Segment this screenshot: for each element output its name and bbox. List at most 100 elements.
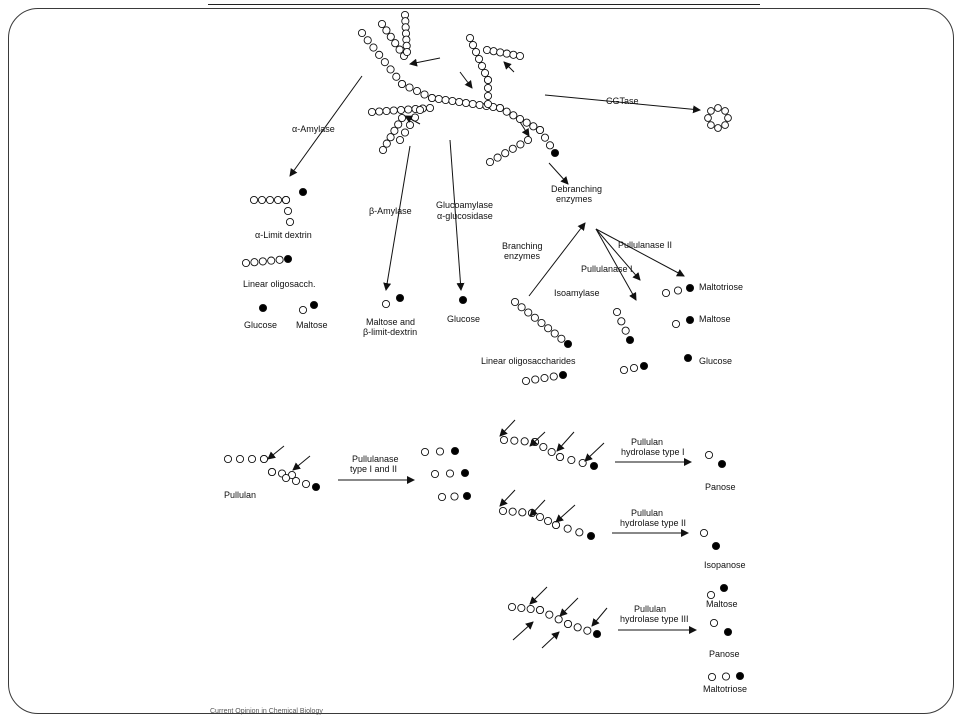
glucose-residue xyxy=(404,105,413,114)
glucose-residue xyxy=(465,33,475,43)
reaction-arrow xyxy=(555,504,576,523)
glucose-residue xyxy=(518,508,527,517)
maltose-right-label: Maltose xyxy=(699,314,731,324)
reducing-end-residue xyxy=(258,303,268,313)
glucose-residue xyxy=(357,28,367,38)
glucose-residue xyxy=(395,135,405,145)
alpha-glucosidase-label: α-glucosidase xyxy=(437,211,493,221)
glucose-residue xyxy=(555,452,565,462)
reaction-arrow xyxy=(409,57,441,67)
glucose-residue xyxy=(721,672,731,681)
glucose-residue xyxy=(707,672,717,682)
reaction-arrows xyxy=(267,57,701,649)
glucose-residue xyxy=(386,32,395,41)
reaction-arrow xyxy=(519,121,530,137)
reducing-end-residue xyxy=(550,148,560,158)
glucose-residue xyxy=(430,469,440,479)
glucose-residue xyxy=(257,195,267,205)
glucose-residue xyxy=(515,114,525,124)
glucose-residue xyxy=(502,107,511,116)
glucose-residue xyxy=(495,103,505,113)
glucose-residue xyxy=(395,45,404,54)
glucose-residue xyxy=(524,308,533,317)
reaction-arrow xyxy=(595,228,641,281)
reducing-end-residue xyxy=(735,671,745,681)
maltose-left-label: Maltose xyxy=(296,320,328,330)
reducing-end-residue xyxy=(639,361,649,371)
glucose-residue xyxy=(275,255,284,264)
glucose-residue xyxy=(382,106,391,116)
glucose-residue xyxy=(397,113,407,123)
glucose-residue xyxy=(510,436,519,445)
reaction-arrow xyxy=(512,621,534,641)
glucose-right-label: Glucose xyxy=(699,356,732,366)
reducing-end-residue xyxy=(683,353,693,363)
reaction-arrow xyxy=(595,228,637,301)
beta-amylase-label: β-Amylase xyxy=(369,206,412,216)
glucose-residue xyxy=(483,83,493,93)
glucose-residue xyxy=(265,195,275,205)
panose-1-label: Panose xyxy=(705,482,736,492)
glucose-residue xyxy=(468,99,477,109)
reaction-arrow xyxy=(292,455,311,471)
ph-type1-label-2: hydrolase type I xyxy=(621,447,685,457)
glucose-residue xyxy=(468,40,478,50)
glucose-residue xyxy=(415,105,425,115)
glucose-residue xyxy=(455,97,464,107)
glucose-residue xyxy=(386,65,395,74)
reaction-arrow xyxy=(383,145,411,291)
pullulanase-type-label-2: type I and II xyxy=(350,464,397,474)
ph-type1-label-1: Pullulan xyxy=(631,437,663,447)
linear-oligosacch-label: Linear oligosacch. xyxy=(243,279,316,289)
glucose-residue xyxy=(378,145,388,155)
glucose-residue xyxy=(517,603,526,613)
glucose-residue xyxy=(400,128,410,137)
ph-type2-label-2: hydrolase type II xyxy=(620,518,686,528)
glucose-residue xyxy=(471,47,481,57)
glucose-residue xyxy=(617,317,626,326)
glucose-residue xyxy=(380,58,389,67)
glucose-residue xyxy=(489,47,498,56)
glucose-residue xyxy=(517,303,526,312)
glucose-residue xyxy=(247,454,257,464)
glucose-residue xyxy=(283,206,293,216)
glucose-residue xyxy=(535,605,545,615)
glucose-residue xyxy=(267,467,277,477)
glucose-mid-label: Glucose xyxy=(447,314,480,324)
reducing-end-residue xyxy=(685,283,695,293)
glucose-residue xyxy=(531,375,540,384)
reaction-arrow xyxy=(584,442,605,462)
glucose-residue xyxy=(291,476,301,486)
reaction-arrow xyxy=(541,631,560,649)
alpha-limit-dextrin-label: α-Limit dextrin xyxy=(255,230,312,240)
glucose-residue xyxy=(382,139,391,148)
linear-oligosaccharides-label: Linear oligosaccharides xyxy=(481,356,576,366)
glucose-residue xyxy=(420,447,430,457)
glucose-residue xyxy=(250,258,259,267)
glucose-residue xyxy=(554,615,563,624)
isopanose-label: Isopanose xyxy=(704,560,746,570)
beta-limit-dextrin-label: β-limit-dextrin xyxy=(363,327,417,337)
glucose-residue xyxy=(540,373,549,383)
glucose-residue xyxy=(427,93,437,103)
glucose-residue xyxy=(704,114,712,122)
glucose-residue xyxy=(377,19,387,29)
glucose-residue xyxy=(612,307,622,317)
reducing-end-residue xyxy=(558,370,568,380)
reducing-end-residue xyxy=(283,254,293,264)
glucose-residue xyxy=(520,437,529,446)
glucose-residue xyxy=(450,492,459,501)
glucose-residue xyxy=(249,195,259,205)
glucose-residue xyxy=(367,107,377,117)
glucose-residue xyxy=(425,103,435,113)
glucose-residue xyxy=(475,100,484,110)
reaction-arrow xyxy=(404,115,421,125)
glucose-residue xyxy=(496,48,505,57)
reaction-arrow xyxy=(529,499,546,517)
glucose-residue xyxy=(537,318,546,328)
pullulan-label: Pullulan xyxy=(224,490,256,500)
glucose-residue xyxy=(461,98,471,108)
reaction-arrow xyxy=(556,431,575,452)
glucose-residue xyxy=(259,454,269,464)
